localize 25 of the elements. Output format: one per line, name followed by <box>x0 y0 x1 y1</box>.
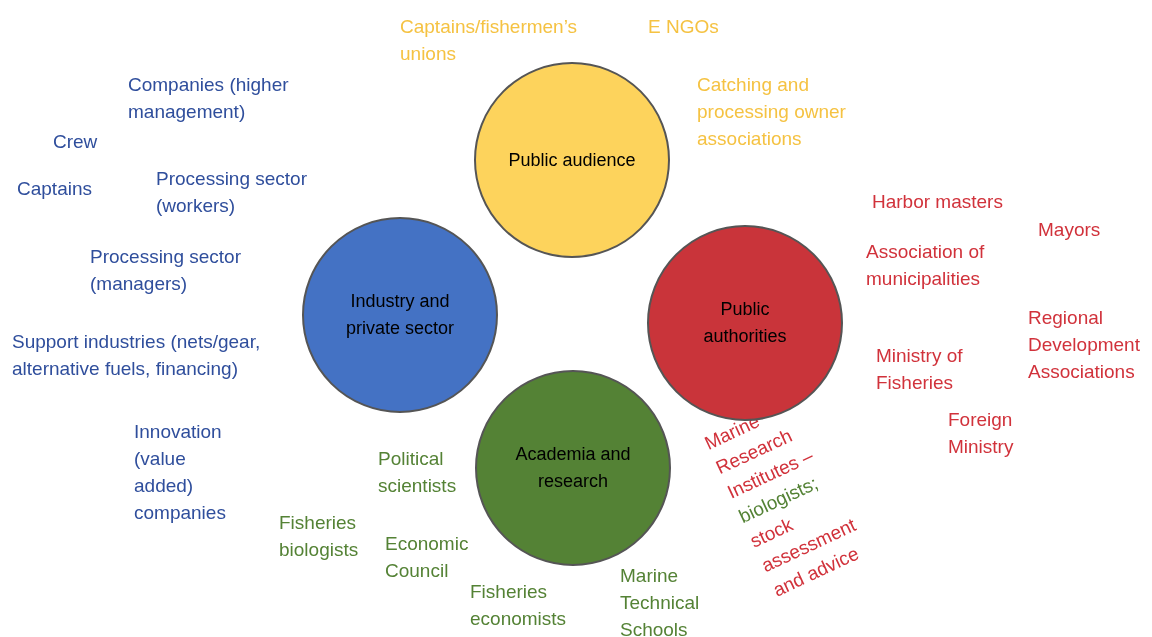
stakeholder-label: Mayors <box>1038 218 1102 242</box>
stakeholder-label: Captains <box>17 177 93 201</box>
stakeholder-label: Ministry of Fisheries <box>876 344 964 395</box>
stakeholder-label: Marine Technical Schools <box>620 564 701 637</box>
stakeholder-label: Companies (higher management) <box>128 73 290 124</box>
circle-label: Academia and research <box>514 443 632 493</box>
circle-label: Public authorities <box>702 298 788 348</box>
circle-label: Industry and private sector <box>344 290 455 340</box>
stakeholder-label: Processing sector (workers) <box>156 167 308 218</box>
stakeholder-label: Association of municipalities <box>866 240 986 291</box>
stakeholder-label: Political scientists <box>378 447 458 498</box>
circle-label: Public audience <box>507 148 637 172</box>
stakeholder-label: Fisheries economists <box>470 580 568 631</box>
stakeholder-label: Foreign Ministry <box>948 408 1015 459</box>
stakeholder-label: Fisheries biologists <box>279 511 360 562</box>
stakeholder-label: Catching and processing owner associations <box>697 73 847 151</box>
stakeholder-label: Economic Council <box>385 532 470 583</box>
stakeholder-label: Innovation (value added) companies <box>134 420 227 525</box>
stakeholder-label: Captains/fishermen’s unions <box>400 15 579 66</box>
stakeholder-label: Support industries (nets/gear, alternative fuels, financing) <box>12 330 262 381</box>
stakeholder-label: E NGOs <box>648 15 720 39</box>
stakeholder-label: Regional Development Associations <box>1028 306 1141 384</box>
stakeholder-label: Crew <box>53 130 99 154</box>
stakeholder-label: Processing sector (managers) <box>90 245 242 296</box>
stakeholder-label: Harbor masters <box>872 190 1004 214</box>
